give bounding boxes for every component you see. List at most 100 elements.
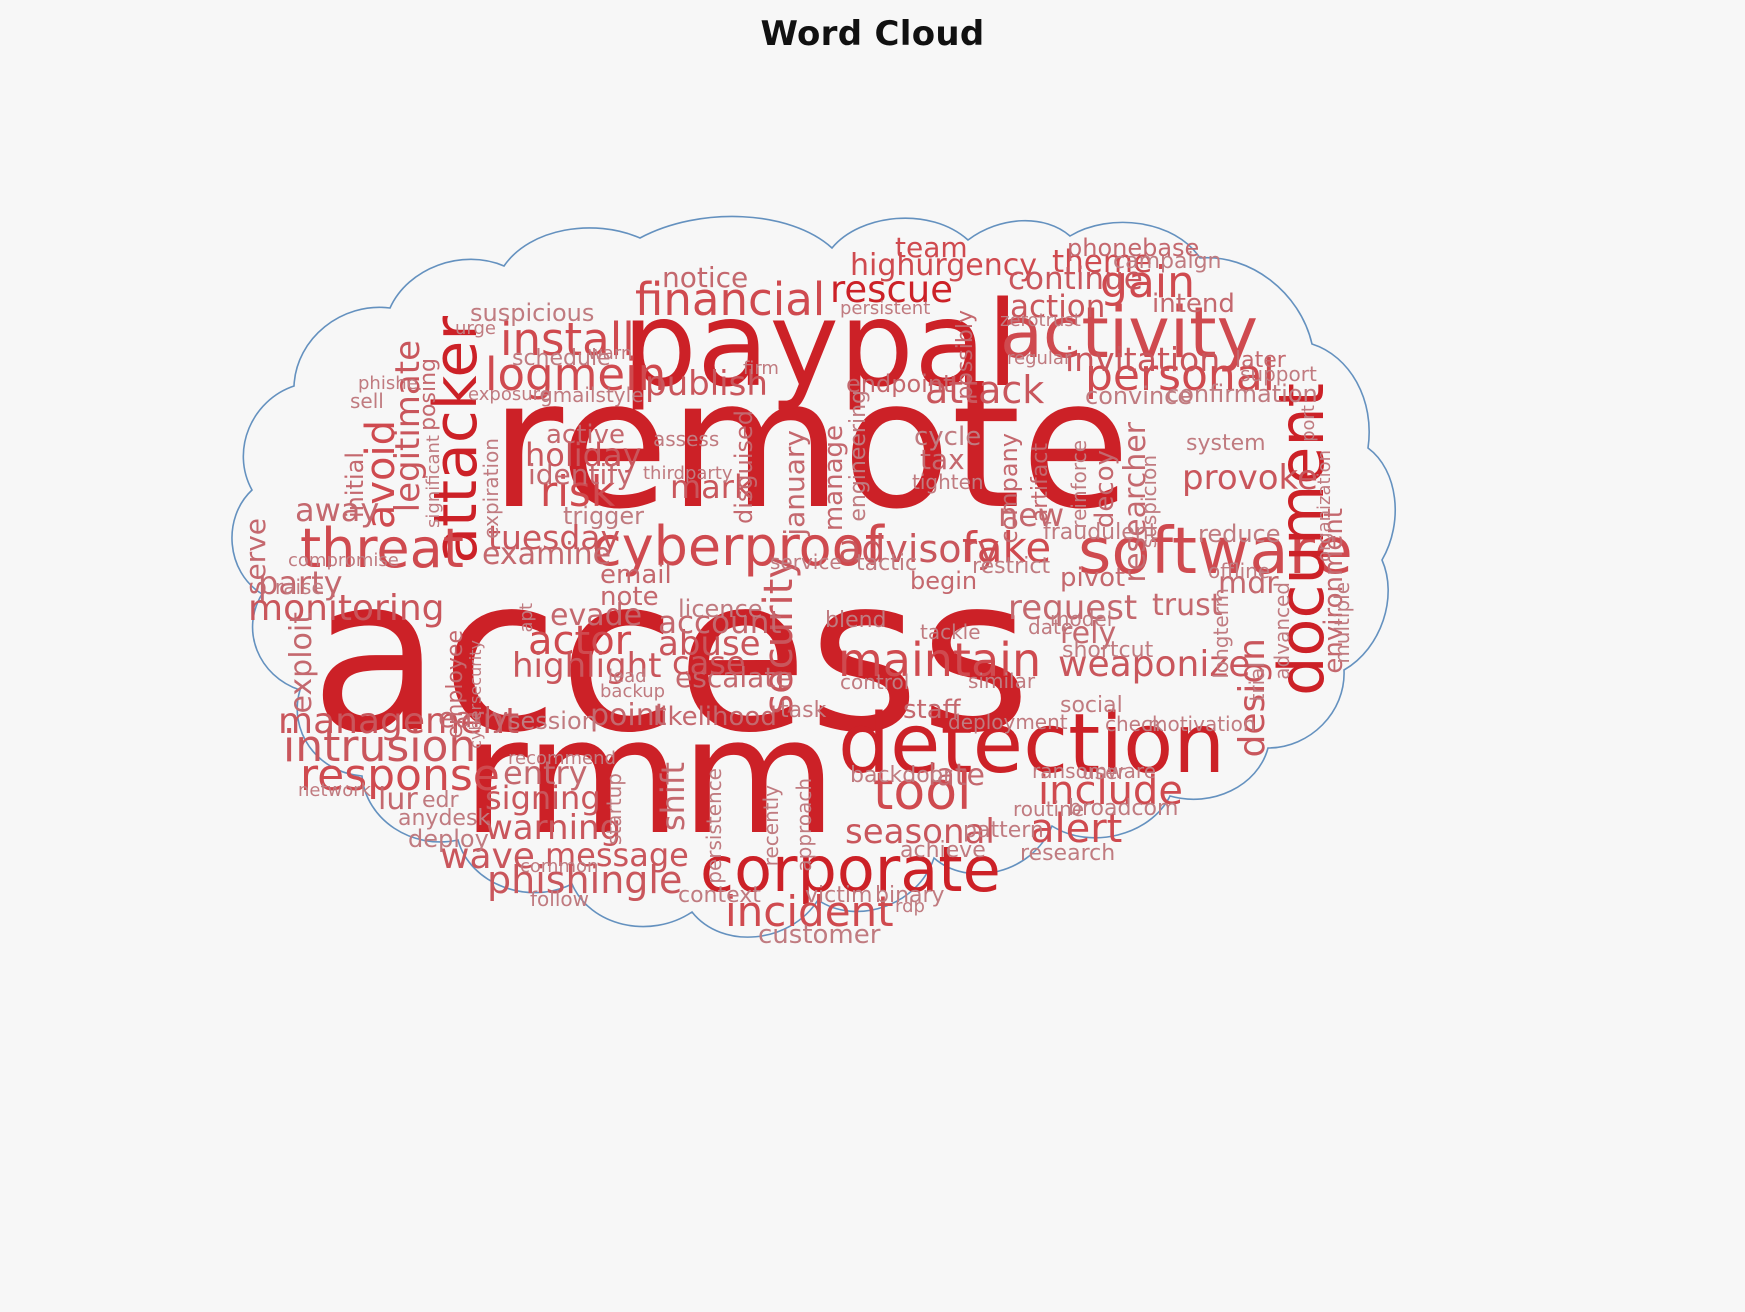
cloud-word: phonebase: [1067, 234, 1200, 262]
cloud-word: message: [545, 836, 689, 874]
cloud-word: rmm: [462, 683, 837, 870]
cloud-word: customer: [758, 920, 881, 950]
cloud-word: reinforce: [1067, 440, 1091, 529]
cloud-word: approach: [792, 778, 816, 872]
cloud-word: attack: [925, 368, 1045, 412]
cloud-word: away: [295, 491, 380, 529]
cloud-word: organization: [1314, 450, 1335, 562]
cloud-word: remote: [490, 341, 1131, 548]
cloud-word: corporate: [700, 833, 1001, 906]
cloud-word: exposure: [468, 384, 551, 405]
cloud-word: identify: [528, 458, 634, 491]
cloud-word: detection: [838, 697, 1226, 792]
cloud-word: rely: [1060, 616, 1117, 651]
cloud-word: schedule: [512, 346, 611, 371]
cloud-word: threat: [300, 517, 464, 580]
cloud-word: convince: [1085, 382, 1193, 410]
cloud-word: later: [1235, 348, 1286, 373]
cloud-word: advanced: [1270, 582, 1294, 680]
cloud-word: endpoint: [846, 370, 953, 398]
cloud-word: recommend: [508, 748, 616, 769]
cloud-word: management: [278, 701, 520, 742]
cloud-word: provoke: [1182, 458, 1318, 498]
cloud-word: fake: [962, 523, 1052, 572]
cloud-word: late: [928, 758, 985, 793]
cloud-word: begin: [910, 567, 978, 595]
cloud-word: multiple: [1330, 582, 1354, 664]
cloud-word: warning: [485, 808, 622, 848]
cloud-word: weaponize: [1058, 644, 1251, 685]
cloud-word: advisory: [838, 527, 1000, 571]
cloud-word: research: [1020, 841, 1116, 866]
cloud-word: backup: [600, 681, 666, 702]
cloud-word: request: [1008, 588, 1138, 628]
cloud-word: service: [770, 550, 842, 574]
cloud-word: seasonal: [845, 812, 995, 852]
cloud-word: note: [600, 582, 659, 612]
cloud-word: task: [780, 698, 827, 723]
cloud-word: tactic: [856, 551, 918, 576]
cloud-word: examine: [482, 537, 612, 572]
cloud-word: suspicious: [470, 299, 595, 327]
cloud-word: rescue: [830, 268, 953, 311]
cloud-word: trigger: [563, 502, 645, 530]
cloud-word: party: [258, 564, 343, 602]
cloud-word: model: [1050, 607, 1113, 631]
cloud-word: similar: [968, 669, 1036, 693]
cloud-word: pivot: [1060, 563, 1126, 593]
cloud-word: check: [1105, 712, 1164, 736]
cloud-word: recently: [759, 785, 783, 867]
cloud-word: offline: [1208, 559, 1271, 583]
cloud-word: disguised: [730, 410, 758, 525]
cloud-word: regular: [1007, 348, 1072, 369]
cloud-word: artifact: [1028, 443, 1053, 523]
cloud-word: active: [546, 420, 626, 450]
cloud-word: theme: [1052, 244, 1153, 280]
cloud-word: abuse: [658, 624, 761, 664]
cloud-word: initial: [341, 452, 369, 518]
cloud-word: response: [300, 750, 500, 801]
cloud-word: significant: [423, 435, 444, 528]
cloud-word: tighten: [912, 470, 984, 494]
cloud-word: actor: [528, 618, 632, 664]
cloud-word: financial: [635, 273, 826, 326]
cloud-word: thirdparty: [643, 463, 733, 484]
cloud-word: evade: [550, 598, 643, 633]
cloud-word: tax: [920, 443, 965, 476]
cloud-word: possibly: [953, 310, 978, 400]
cloud-word: logmein: [485, 348, 667, 401]
cloud-word: routine: [1013, 797, 1085, 821]
cloud-word: tuesday: [488, 518, 621, 557]
cloud-word: expiration: [479, 438, 503, 539]
cloud-word: reduce: [1198, 520, 1281, 548]
cloud-word: point: [590, 698, 667, 733]
cloud-word: mark: [670, 468, 753, 506]
cloud-word: persistence: [702, 768, 726, 884]
cloud-word: decoy: [1090, 450, 1120, 529]
cloud-word: gmailstyle: [540, 383, 644, 407]
cloud-word: motivation: [1148, 712, 1256, 736]
cloud-word: trial: [1245, 662, 1269, 702]
cloud-word: cycle: [914, 422, 982, 452]
cloud-word: control: [840, 670, 910, 694]
cloud-word: highurgency: [850, 248, 1037, 283]
cloud-word: campaign: [1113, 249, 1222, 274]
cloud-word: maintain: [838, 633, 1042, 687]
cloud-word: exploit: [284, 612, 319, 714]
cloud-word: tackle: [920, 620, 981, 644]
cloud-word: system: [1186, 431, 1266, 456]
cloud-word: staff: [903, 695, 961, 725]
cloud-word: intend: [1152, 289, 1235, 319]
cloud-word: network: [298, 780, 372, 801]
cloud-word: urge: [455, 318, 496, 339]
cloud-word: fraudulent: [1043, 520, 1158, 545]
cloud-word: shortcut: [1062, 638, 1154, 663]
cloud-word: signing: [485, 779, 601, 817]
cloud-word: apt: [516, 603, 537, 633]
cloud-word: session: [508, 707, 597, 735]
cloud-word: raise: [275, 575, 324, 599]
cloud-word: engineering: [846, 390, 871, 522]
cloud-word: cyberproof: [592, 515, 884, 578]
